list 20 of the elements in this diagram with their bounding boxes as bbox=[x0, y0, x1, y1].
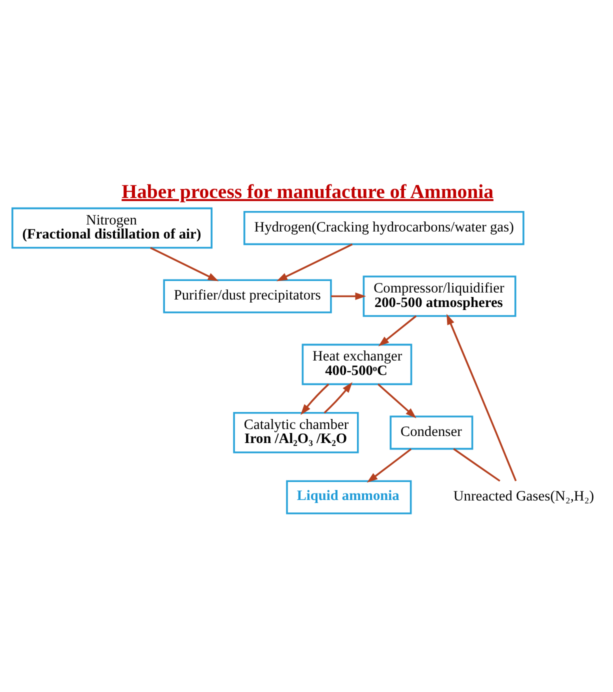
arrow bbox=[378, 314, 417, 346]
node-box: Catalytic chamber Iron /Al₂O₃ /K₂O bbox=[233, 412, 359, 453]
arrow bbox=[331, 292, 366, 300]
connector bbox=[453, 448, 500, 482]
node-text: Unreacted Gases(N₂,H₂) bbox=[453, 488, 594, 504]
node-box: Nitrogen (Fractional distillation of air) bbox=[11, 206, 212, 248]
arrow bbox=[378, 383, 416, 418]
arrow bbox=[300, 383, 330, 414]
arrow bbox=[324, 382, 352, 413]
arrow bbox=[366, 448, 412, 482]
arrow bbox=[446, 313, 517, 481]
diagram-title: Haber process for manufacture of Ammonia bbox=[122, 180, 494, 203]
arrow bbox=[150, 246, 219, 281]
node-box: Purifier/dust precipitators bbox=[163, 278, 332, 313]
node-box: Hydrogen(Cracking hydrocarbons/water gas) bbox=[243, 210, 524, 245]
node-box: Compressor/liquidifier 200-500 atmospheres bbox=[362, 275, 516, 316]
node-box: Condenser bbox=[390, 415, 474, 450]
node-box: Liquid ammonia bbox=[286, 480, 412, 514]
arrow bbox=[276, 243, 353, 281]
node-box: Heat exchanger 400-500ᵒC bbox=[302, 343, 412, 385]
